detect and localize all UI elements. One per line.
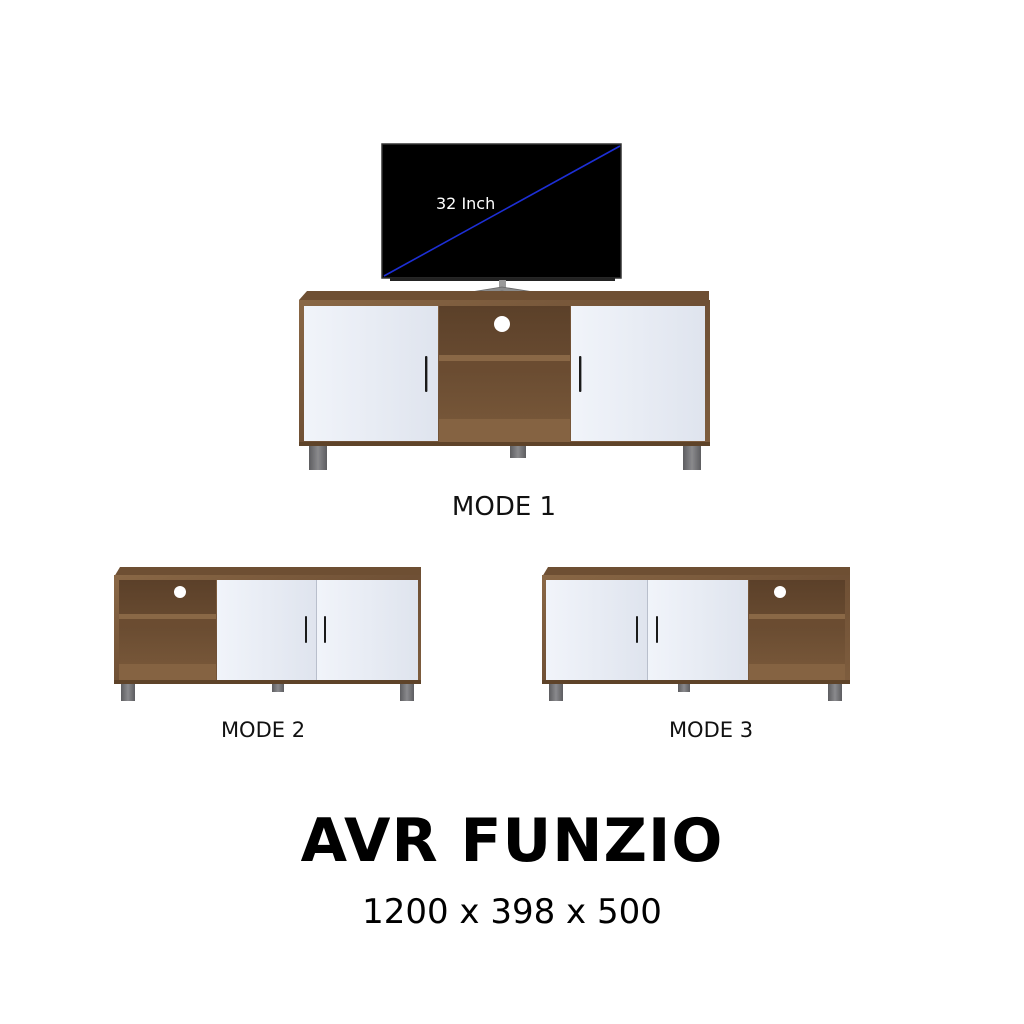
tv-diagonal-line <box>383 145 621 277</box>
mode2-label: MODE 2 <box>220 718 306 742</box>
mode1-label: MODE 1 <box>451 492 557 522</box>
product-title: AVR FUNZIO <box>300 806 724 876</box>
mode3-left-door <box>546 580 647 680</box>
product-dimensions: 1200 x 398 x 500 <box>362 892 662 932</box>
tv <box>381 143 622 299</box>
tv-stand-base <box>445 286 560 299</box>
tv-bottom-bezel <box>390 278 615 281</box>
cabinet-mode2 <box>114 567 421 701</box>
cabinet-mode1 <box>299 291 710 470</box>
mode3-right-door <box>648 580 748 680</box>
tv-stand-neck <box>499 280 506 290</box>
mode3-label: MODE 3 <box>668 718 754 742</box>
mode2-left-door <box>217 580 316 680</box>
cabinet-mode3 <box>542 567 850 701</box>
mode1-right-door <box>571 306 705 441</box>
tv-size-label: 32 Inch <box>436 194 495 213</box>
mode1-left-door <box>304 306 438 441</box>
mode2-right-door <box>317 580 418 680</box>
tv-screen <box>381 143 622 279</box>
